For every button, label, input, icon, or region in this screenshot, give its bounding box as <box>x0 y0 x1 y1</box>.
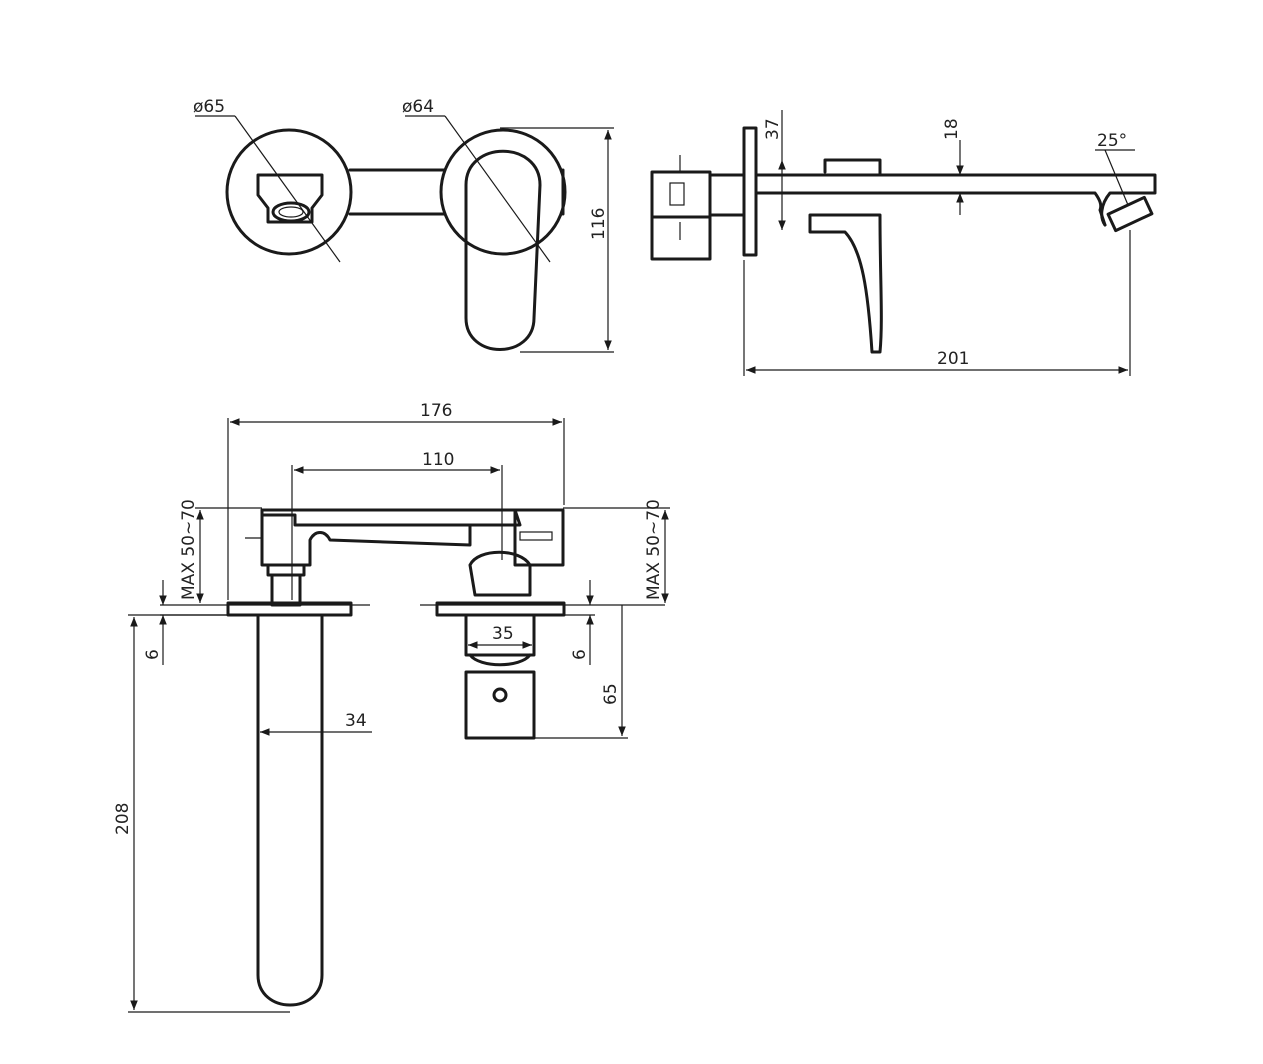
valve-body <box>650 170 712 219</box>
cartridge-top <box>823 158 882 177</box>
plate-left-label: 6 <box>143 649 163 660</box>
angle-label: 25° <box>1097 131 1127 151</box>
centers-label: 110 <box>422 450 454 470</box>
body-width-label: 35 <box>492 624 514 644</box>
spout-plate <box>226 601 353 617</box>
overall-width-label: 176 <box>420 401 452 421</box>
backplate-label: 37 <box>763 118 783 140</box>
aerator <box>271 201 311 223</box>
spout-width-label: 34 <box>345 711 367 731</box>
handle-backplate-circle <box>439 128 567 256</box>
cartridge-housing <box>513 508 565 567</box>
lever-side <box>808 213 883 354</box>
front-view: ø65 ø64 116 <box>193 97 614 353</box>
dia-right-leader <box>444 115 551 263</box>
aerator-side <box>1106 195 1154 233</box>
wall-plate <box>742 126 758 257</box>
body-depth-label: 65 <box>601 683 621 705</box>
angle-leader <box>1104 149 1129 206</box>
handle-lever <box>464 149 542 351</box>
plate-right-label: 6 <box>570 649 590 660</box>
spout <box>754 173 1157 227</box>
spout-length-label: 208 <box>113 803 133 835</box>
spout-height-label: 18 <box>942 118 962 140</box>
top-view: 176 110 MAX 50~70 MAX 50~70 6 6 35 65 34… <box>113 401 670 1013</box>
wall-depth-left-label: MAX 50~70 <box>179 499 199 600</box>
body-top <box>260 508 522 527</box>
spout-backplate-circle <box>225 128 353 256</box>
side-view: 37 18 25° 201 <box>650 110 1157 376</box>
height-label: 116 <box>589 208 609 240</box>
spout-outlet <box>256 173 324 224</box>
wall-depth-right-label: MAX 50~70 <box>644 499 664 600</box>
dia-left-leader <box>234 115 341 263</box>
length-label: 201 <box>937 349 969 369</box>
connecting-body <box>348 168 447 216</box>
valve-lower <box>464 670 536 740</box>
long-spout <box>256 613 324 1007</box>
dia-right-label: ø64 <box>402 97 434 117</box>
dia-left-label: ø65 <box>193 97 225 117</box>
valve-upper <box>464 613 536 657</box>
